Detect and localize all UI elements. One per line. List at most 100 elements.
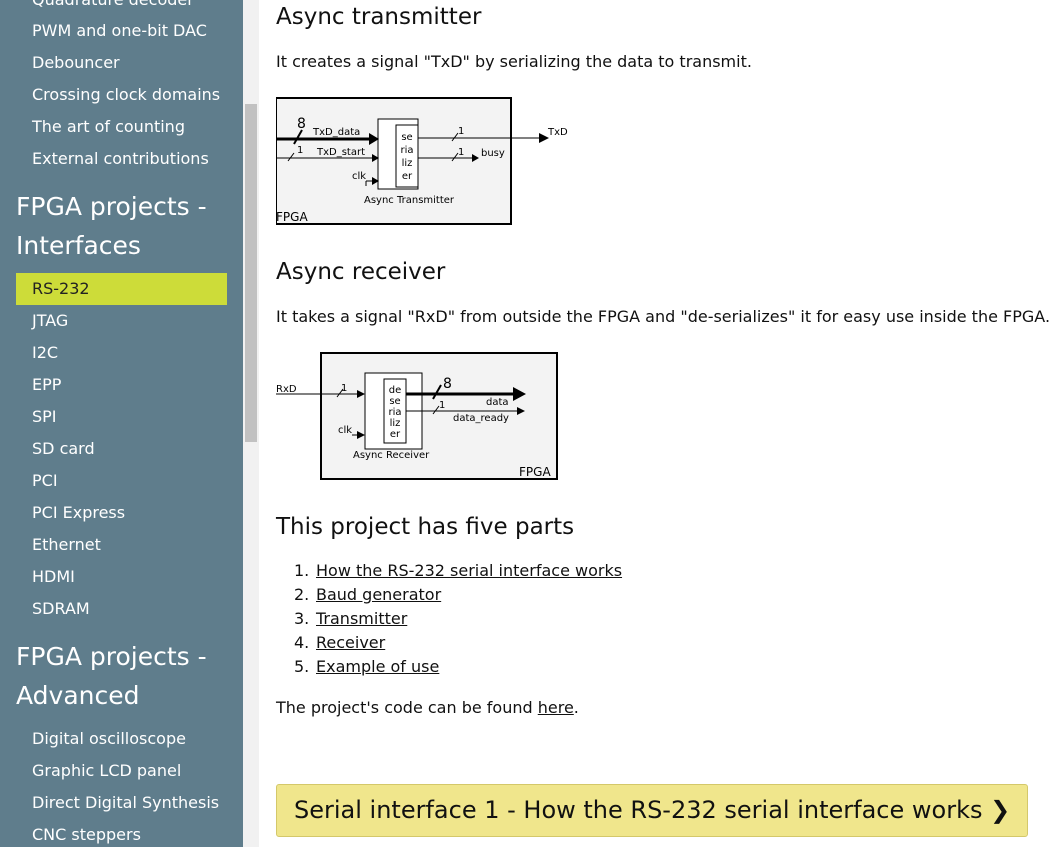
sidebar-item-quadrature-decoder[interactable]: Quadrature decoder xyxy=(32,0,194,10)
code-link[interactable]: here xyxy=(537,698,574,717)
sidebar-item-pwm-dac[interactable]: PWM and one-bit DAC xyxy=(32,21,207,40)
bit-slash xyxy=(287,152,295,162)
txd-data-arrow xyxy=(369,133,379,145)
sidebar-heading-interfaces-line1: FPGA projects - xyxy=(16,192,207,221)
ready-bit-width-label: 1 xyxy=(439,400,445,411)
sidebar-item-crossing-clock-domains[interactable]: Crossing clock domains xyxy=(32,85,221,104)
list-number: 5. xyxy=(294,657,310,676)
txd-bit-width-label: 1 xyxy=(458,126,464,137)
sidebar-item-ethernet[interactable]: Ethernet xyxy=(32,535,101,554)
txd-data-label: TxD_data xyxy=(312,127,360,138)
transmitter-diagram: 8 TxD_data 1 TxD_start clk se ria liz er… xyxy=(276,97,568,225)
txd-start-label: TxD_start xyxy=(316,147,365,158)
sidebar-item-jtag[interactable]: JTAG xyxy=(32,311,69,330)
txd-label: TxD xyxy=(547,127,568,138)
clk-label: clk xyxy=(338,425,352,436)
sidebar-heading-interfaces-line2: Interfaces xyxy=(16,231,141,260)
sidebar-item-i2c[interactable]: I2C xyxy=(32,343,59,362)
serializer-inner-box xyxy=(395,124,419,188)
code-location-text: The project's code can be found here. xyxy=(276,697,579,719)
fpga-boundary xyxy=(320,352,558,480)
receiver-diagram: RxD 1 clk de se ria liz er 8 data 1 data… xyxy=(276,352,558,480)
sidebar-heading-advanced-line2: Advanced xyxy=(16,681,140,710)
sidebar: Quadrature decoder PWM and one-bit DAC D… xyxy=(0,0,243,847)
next-page-button[interactable]: Serial interface 1 - How the RS-232 seri… xyxy=(276,784,1028,837)
sidebar-heading-advanced-line1: FPGA projects - xyxy=(16,642,207,671)
transmitter-caption: Async Transmitter xyxy=(364,195,455,206)
data-ready-label: data_ready xyxy=(453,413,509,424)
sidebar-item-sd-card[interactable]: SD card xyxy=(32,439,95,458)
code-text-period: . xyxy=(573,698,579,717)
sidebar-scrollbar-thumb[interactable] xyxy=(245,104,257,442)
fpga-label: FPGA xyxy=(276,210,308,224)
main-content: Async transmitter It creates a signal "T… xyxy=(276,0,1060,847)
rxd-arrow xyxy=(357,390,365,398)
serializer-label-4: er xyxy=(402,171,413,182)
sidebar-item-external-contributions[interactable]: External contributions xyxy=(32,149,209,168)
sidebar-item-debouncer[interactable]: Debouncer xyxy=(32,53,120,72)
sidebar-item-sdram[interactable]: SDRAM xyxy=(32,599,90,618)
clk-label: clk xyxy=(352,171,366,182)
sidebar-item-pci[interactable]: PCI xyxy=(32,471,58,490)
sidebar-item-rs232[interactable]: RS-232 xyxy=(16,273,227,305)
list-number: 2. xyxy=(294,585,310,604)
link-baud-generator[interactable]: Baud generator xyxy=(316,585,442,604)
bit-slash xyxy=(451,132,459,142)
receiver-heading: Async receiver xyxy=(276,259,446,285)
sidebar-item-dds[interactable]: Direct Digital Synthesis xyxy=(32,793,220,812)
list-item: 3. Transmitter xyxy=(294,608,407,630)
bit-slash xyxy=(451,152,459,162)
list-item: 1. How the RS-232 serial interface works xyxy=(294,560,622,582)
link-receiver[interactable]: Receiver xyxy=(316,633,386,652)
clk-arrow xyxy=(357,431,365,439)
code-text: The project's code can be found xyxy=(276,698,538,717)
serializer-label-2: ria xyxy=(400,145,413,156)
deserializer-label-3: ria xyxy=(388,407,401,418)
txd-output-arrow xyxy=(539,133,549,143)
data-ready-arrow xyxy=(517,407,525,415)
link-transmitter[interactable]: Transmitter xyxy=(316,609,408,628)
bit-slash xyxy=(432,405,440,415)
serializer-label-3: liz xyxy=(402,158,413,169)
start-bit-width-label: 1 xyxy=(297,145,303,156)
list-item: 5. Example of use xyxy=(294,656,439,678)
sidebar-item-cnc-steppers[interactable]: CNC steppers xyxy=(32,825,141,844)
bus-slash xyxy=(432,384,442,400)
parts-heading: This project has five parts xyxy=(276,514,575,540)
sidebar-item-digital-oscilloscope[interactable]: Digital oscilloscope xyxy=(32,729,186,748)
deserializer-label-2: se xyxy=(389,396,400,407)
list-number: 4. xyxy=(294,633,310,652)
bit-slash xyxy=(336,388,344,398)
rxd-bit-width-label: 1 xyxy=(341,383,347,394)
transmitter-heading: Async transmitter xyxy=(276,4,482,30)
serializer-label-1: se xyxy=(401,132,412,143)
list-number: 1. xyxy=(294,561,310,580)
deserializer-label-1: de xyxy=(389,385,402,396)
link-how-rs232-works[interactable]: How the RS-232 serial interface works xyxy=(316,561,623,580)
txd-start-arrow xyxy=(372,154,379,162)
fpga-label: FPGA xyxy=(519,465,551,479)
receiver-description: It takes a signal "RxD" from outside the… xyxy=(276,307,1051,326)
deserializer-label-5: er xyxy=(390,429,401,440)
list-number: 3. xyxy=(294,609,310,628)
busy-label: busy xyxy=(481,148,505,159)
sidebar-item-epp[interactable]: EPP xyxy=(32,375,62,394)
receiver-caption: Async Receiver xyxy=(353,450,430,461)
data-arrow xyxy=(513,387,526,401)
sidebar-item-hdmi[interactable]: HDMI xyxy=(32,567,75,586)
bus-width-label: 8 xyxy=(297,116,306,132)
transmitter-description: It creates a signal "TxD" by serializing… xyxy=(276,52,752,71)
bus-width-label: 8 xyxy=(443,376,452,392)
data-label: data xyxy=(486,397,509,408)
list-item: 2. Baud generator xyxy=(294,584,441,606)
sidebar-item-graphic-lcd[interactable]: Graphic LCD panel xyxy=(32,761,182,780)
busy-bit-width-label: 1 xyxy=(458,147,464,158)
sidebar-item-art-of-counting[interactable]: The art of counting xyxy=(32,117,185,136)
sidebar-item-spi[interactable]: SPI xyxy=(32,407,57,426)
link-example-of-use[interactable]: Example of use xyxy=(316,657,440,676)
list-item: 4. Receiver xyxy=(294,632,385,654)
bus-slash xyxy=(293,129,303,145)
sidebar-item-pci-express[interactable]: PCI Express xyxy=(32,503,126,522)
busy-arrow xyxy=(472,154,479,162)
rxd-label: RxD xyxy=(276,384,297,395)
